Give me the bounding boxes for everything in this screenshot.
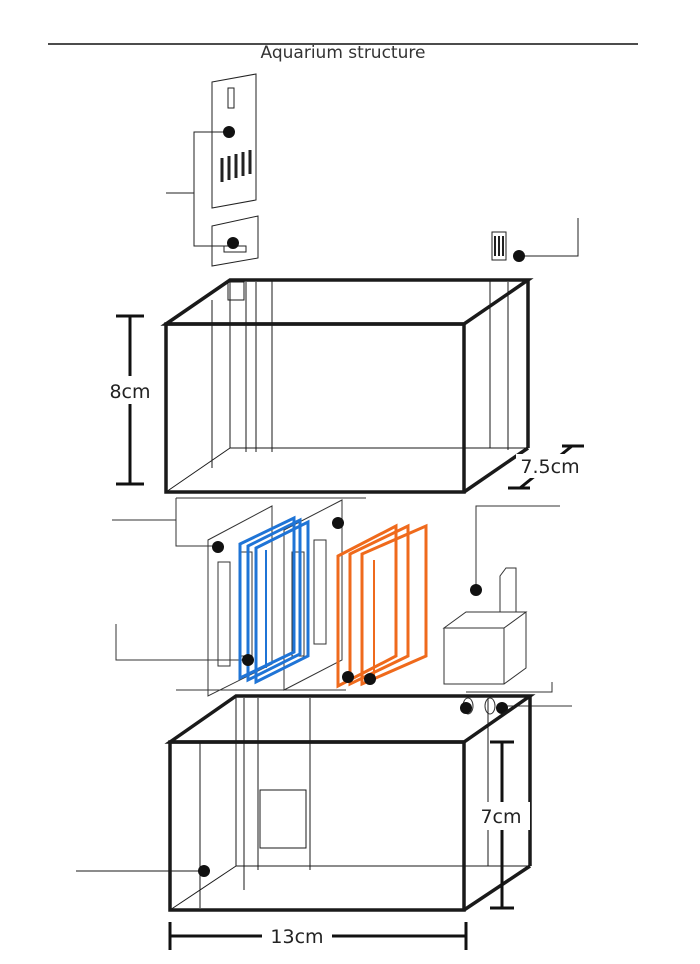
callout-dot xyxy=(496,702,508,714)
callout-dot xyxy=(212,541,224,553)
dim-upper-height-label: 8cm xyxy=(109,381,150,403)
lower-connectors xyxy=(462,682,572,715)
lid-leader-bracket xyxy=(193,131,233,247)
dim-label-bg xyxy=(516,454,584,478)
pump-leader xyxy=(475,505,560,590)
diagram-title: Aquarium structure xyxy=(261,43,426,63)
callout-dot xyxy=(460,702,472,714)
vent-leader xyxy=(520,218,579,257)
vent-grille-group xyxy=(491,218,579,261)
callout-dot xyxy=(227,237,239,249)
dim-label-bg xyxy=(262,922,332,950)
blue-filter-frames xyxy=(238,515,310,685)
panel-perforated-right xyxy=(283,499,343,691)
dim-label-bg xyxy=(104,376,156,404)
filter-panels xyxy=(112,497,366,697)
callout-dot xyxy=(242,654,254,666)
dim-width-label: 13cm xyxy=(270,926,323,948)
callout-dot xyxy=(332,517,344,529)
lower-tank xyxy=(76,694,536,912)
lid-vent-slots xyxy=(220,150,252,182)
lid-panel-group xyxy=(166,73,259,267)
orange-filter-frames xyxy=(336,523,428,689)
callout-dot xyxy=(470,584,482,596)
dim-lower-height-label: 7cm xyxy=(480,806,521,828)
callout-dot xyxy=(342,671,354,683)
upper-tank xyxy=(160,278,534,494)
pump-box xyxy=(442,505,560,685)
callout-dot xyxy=(198,865,210,877)
panel-left-bracket xyxy=(175,498,220,547)
lid-panel-small xyxy=(211,215,259,267)
dim-depth-label: 7.5cm xyxy=(520,456,579,478)
vent-grille xyxy=(491,231,507,261)
callout-dot xyxy=(223,126,235,138)
lid-panel-large xyxy=(211,73,257,209)
callout-dot xyxy=(364,673,376,685)
callout-dot xyxy=(513,250,525,262)
lid-slot xyxy=(227,87,235,109)
dim-label-bg xyxy=(472,802,530,830)
panel-leader-lower xyxy=(115,624,248,661)
